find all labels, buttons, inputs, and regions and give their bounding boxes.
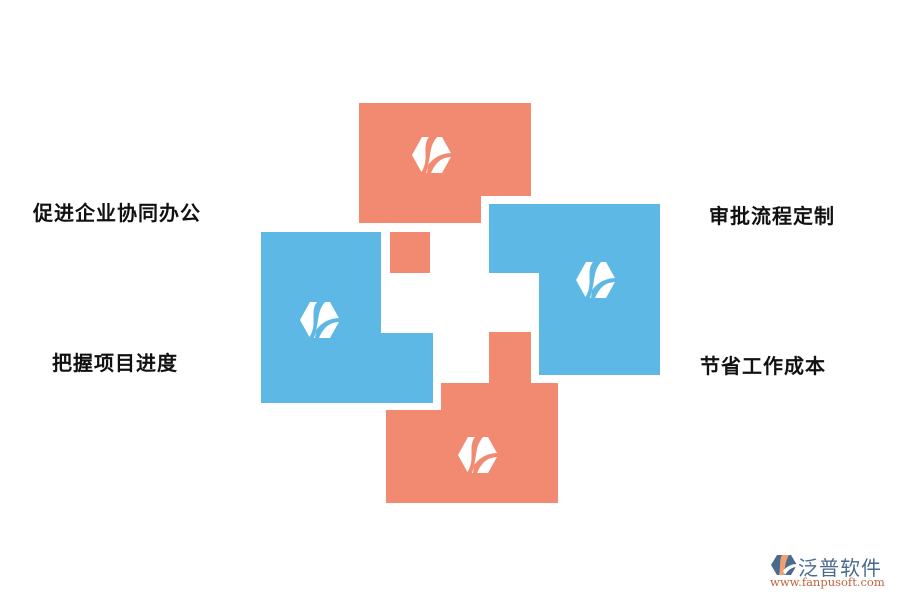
fanpu-brand-icon <box>771 555 797 575</box>
small-square-accent <box>390 232 430 273</box>
label-top-right: 审批流程定制 <box>709 204 835 228</box>
label-bottom-left: 把握项目进度 <box>52 351 178 375</box>
bottom-block-upper <box>489 332 531 383</box>
brand-name: 泛普软件 <box>798 556 882 580</box>
label-bottom-right: 节省工作成本 <box>700 354 826 378</box>
fanpu-logo-icon <box>298 300 342 340</box>
fanpu-logo-icon <box>410 135 454 175</box>
top-block-lower <box>359 196 481 223</box>
fanpu-logo-icon <box>456 435 500 475</box>
brand-url: www.fanpusoft.com <box>770 575 885 589</box>
bottom-block-mid <box>441 383 558 410</box>
fanpu-logo-icon <box>574 260 618 300</box>
brand-watermark: 泛普软件 www.fanpusoft.com <box>768 552 893 592</box>
label-top-left: 促进企业协同办公 <box>33 201 201 225</box>
right-block <box>489 204 660 273</box>
left-block-lower <box>261 333 433 403</box>
